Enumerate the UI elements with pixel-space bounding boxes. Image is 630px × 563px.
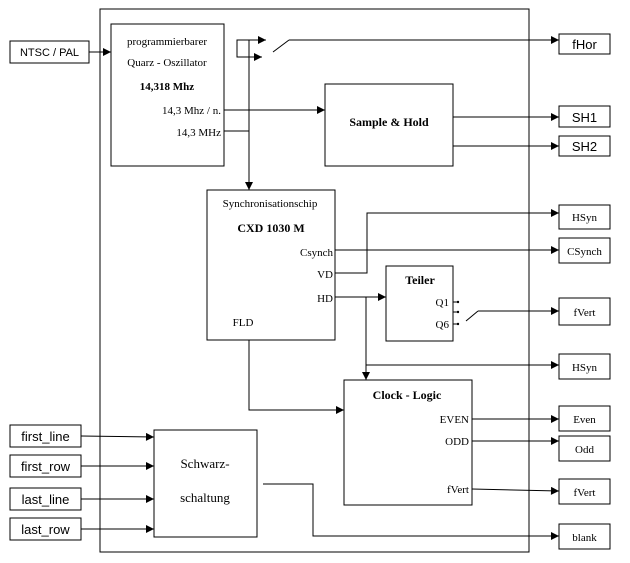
clock-logic-fvert-pin: fVert <box>447 484 469 496</box>
fhor-switch-blade <box>272 39 290 53</box>
sync-chip-hd-pin: HD <box>317 293 333 305</box>
svg-text:last_line: last_line <box>22 492 70 507</box>
oscillator-output-divided: 14,3 Mhz / n. <box>162 105 221 117</box>
wire-osc-up-to-switch <box>236 39 262 131</box>
svg-text:HSyn: HSyn <box>572 362 598 374</box>
oscillator-frequency: 14,318 Mhz <box>140 81 195 93</box>
main-board-frame <box>99 8 530 553</box>
schwarzschaltung-block: Schwarz- schaltung <box>153 429 258 538</box>
output-hsyn-top[interactable]: HSyn <box>558 204 611 230</box>
teiler-title: Teiler <box>405 273 435 287</box>
oscillator-line1: programmierbarer <box>127 36 207 48</box>
svg-text:blank: blank <box>572 532 597 544</box>
svg-text:SH1: SH1 <box>572 110 597 125</box>
clock-logic-block: Clock - Logic EVEN ODD fVert <box>343 379 473 506</box>
clock-logic-title: Clock - Logic <box>373 388 442 402</box>
output-sh1[interactable]: SH1 <box>558 105 611 128</box>
sync-chip-vd-pin: VD <box>317 269 333 281</box>
output-fhor[interactable]: fHor <box>558 33 611 55</box>
teiler-block: Teiler Q1 Q6 <box>385 265 454 342</box>
sync-chip-fld-pin: FLD <box>233 317 254 329</box>
output-fvert-teiler[interactable]: fVert <box>558 297 611 326</box>
svg-text:CSynch: CSynch <box>567 246 602 258</box>
schwarz-line1: Schwarz- <box>180 456 229 471</box>
sync-chip-model: CXD 1030 M <box>237 221 304 235</box>
wire-first-line <box>80 432 155 441</box>
input-last-row[interactable]: last_row <box>9 517 82 541</box>
svg-text:last_row: last_row <box>21 522 70 537</box>
svg-text:SH2: SH2 <box>572 139 597 154</box>
teiler-q6-pin: Q6 <box>436 319 450 331</box>
sync-chip-title: Synchronisationschip <box>223 198 318 210</box>
input-last-line[interactable]: last_line <box>9 487 82 511</box>
svg-text:NTSC / PAL: NTSC / PAL <box>20 47 79 59</box>
svg-text:fVert: fVert <box>574 307 596 319</box>
output-csynch[interactable]: CSynch <box>558 237 611 264</box>
teiler-selector-blade <box>465 310 479 322</box>
svg-text:HSyn: HSyn <box>572 212 598 224</box>
clock-logic-odd-pin: ODD <box>445 436 469 448</box>
oscillator-block: programmierbarer Quarz - Oszillator 14,3… <box>110 23 225 167</box>
output-odd[interactable]: Odd <box>558 435 611 462</box>
output-fvert-logic[interactable]: fVert <box>558 478 611 505</box>
svg-text:Even: Even <box>573 414 596 426</box>
teiler-q1-pin: Q1 <box>436 297 449 309</box>
svg-text:Odd: Odd <box>575 444 594 456</box>
clock-logic-even-pin: EVEN <box>440 414 469 426</box>
wire-fvert-logic <box>471 486 560 495</box>
svg-text:first_row: first_row <box>21 459 71 474</box>
output-hsyn-bottom[interactable]: HSyn <box>558 353 611 380</box>
output-blank[interactable]: blank <box>558 523 611 550</box>
oscillator-output-full: 14,3 MHz <box>176 127 221 139</box>
teiler-pin-dots <box>456 300 460 326</box>
svg-text:fHor: fHor <box>572 37 597 52</box>
svg-text:fVert: fVert <box>574 487 596 499</box>
oscillator-line2: Quarz - Oszillator <box>127 57 207 69</box>
wire-schwarz-to-blank <box>263 483 559 540</box>
svg-text:first_line: first_line <box>21 429 69 444</box>
input-first-line[interactable]: first_line <box>9 424 82 448</box>
wire-fld-to-clock-logic <box>248 340 344 414</box>
wire-osc-to-sync-chip <box>224 130 253 190</box>
schwarz-line2: schaltung <box>180 490 230 505</box>
wire-vd-to-hsyn <box>335 209 559 274</box>
sample-hold-block: Sample & Hold <box>324 83 454 167</box>
output-sh2[interactable]: SH2 <box>558 135 611 157</box>
sync-chip-csynch-pin: Csynch <box>300 247 334 259</box>
output-even[interactable]: Even <box>558 405 611 432</box>
sample-hold-label: Sample & Hold <box>349 115 429 129</box>
input-ntsc-pal[interactable]: NTSC / PAL <box>9 40 90 64</box>
sync-chip-block: Synchronisationschip CXD 1030 M Csynch V… <box>206 189 336 341</box>
input-first-row[interactable]: first_row <box>9 454 82 478</box>
